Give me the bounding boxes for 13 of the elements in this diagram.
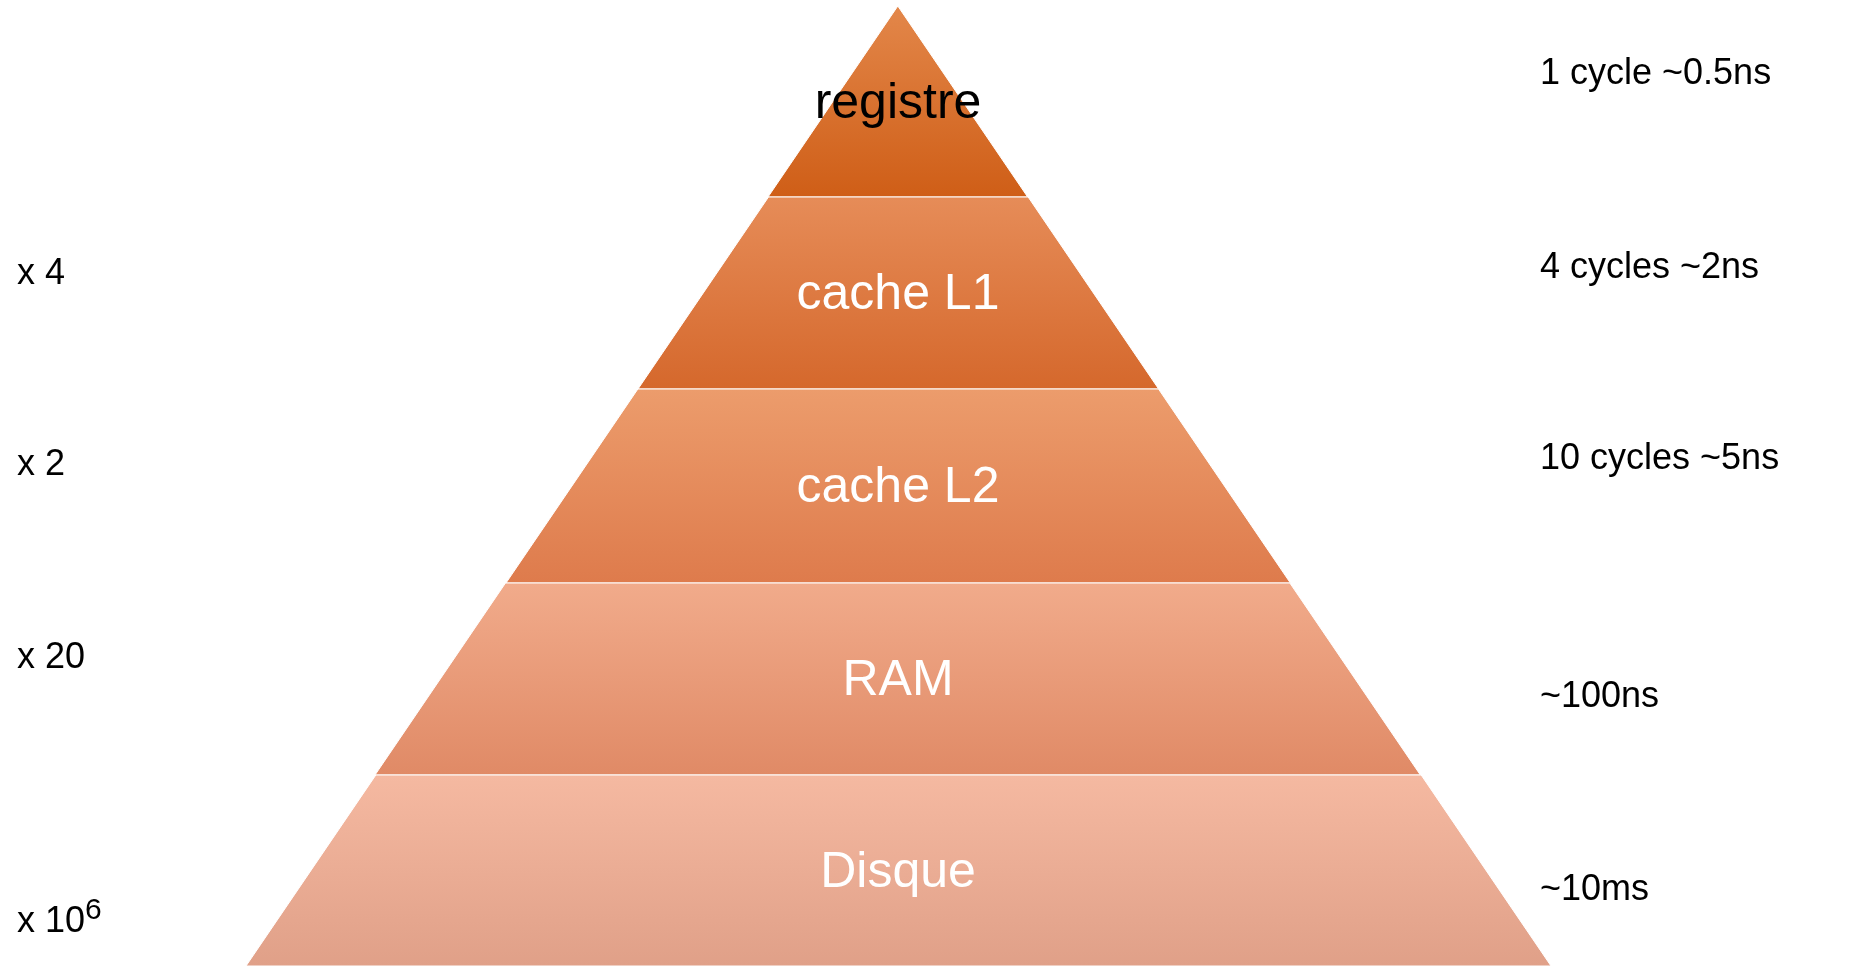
access-time: 4 cycles ~2ns — [1540, 245, 1760, 287]
access-time: 1 cycle ~0.5ns — [1540, 51, 1772, 93]
tier-label: RAM — [841, 649, 955, 707]
size-ratio: x 2 — [17, 442, 66, 484]
access-time: 10 cycles ~5ns — [1540, 436, 1780, 478]
tier-label: cache L1 — [795, 263, 1001, 321]
access-time: ~100ns — [1540, 674, 1660, 716]
size-ratio: x 4 — [17, 251, 66, 293]
size-ratio: x 20 — [17, 635, 86, 677]
size-ratio: x 10$^{6}$ — [17, 892, 102, 941]
tier-label: Disque — [819, 840, 977, 899]
access-time: ~10ms — [1540, 867, 1650, 909]
tier-label: cache L2 — [795, 456, 1001, 514]
